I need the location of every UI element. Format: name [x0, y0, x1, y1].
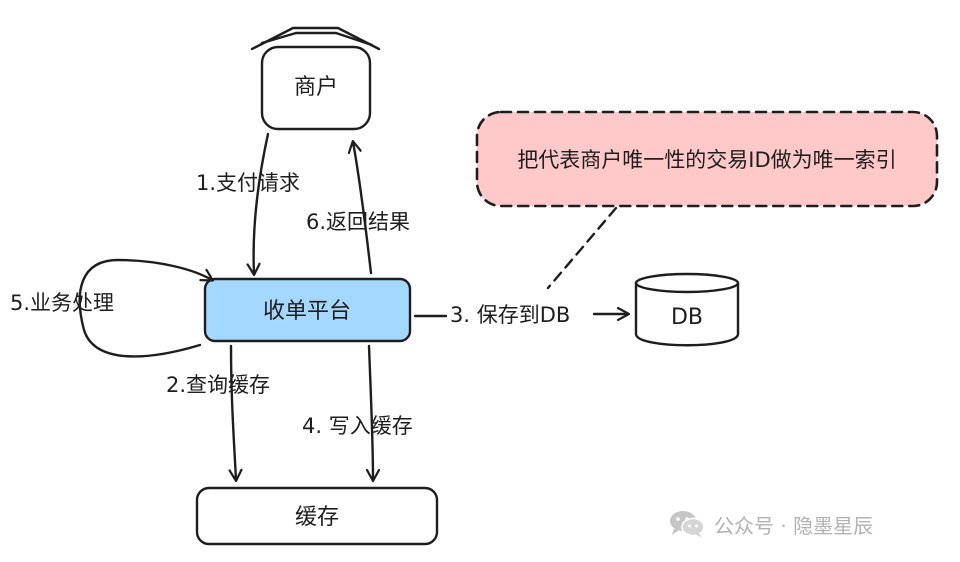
note-callout: 把代表商户唯一性的交易ID做为唯一索引 — [475, 110, 939, 208]
label-business: 5.业务处理 — [10, 291, 114, 315]
cache-label: 缓存 — [295, 505, 339, 530]
label-save-db: 3. 保存到DB — [450, 303, 570, 327]
label-write-cache: 4. 写入缓存 — [302, 414, 413, 438]
wechat-icon — [670, 511, 705, 538]
merchant-roof-ridge — [260, 31, 374, 47]
arrow-business-loop — [78, 258, 212, 358]
watermark-text: 公众号 · 隐墨星辰 — [714, 513, 874, 538]
note-text: 把代表商户唯一性的交易ID做为唯一索引 — [517, 148, 896, 172]
arrow-pay-request — [254, 132, 270, 274]
label-pay-request: 1.支付请求 — [196, 171, 300, 195]
merchant-box — [260, 45, 372, 131]
label-query-cache: 2.查询缓存 — [166, 373, 270, 397]
db-top — [634, 272, 740, 294]
platform-box — [203, 277, 412, 343]
cache-box — [195, 486, 439, 546]
db-label: DB — [671, 305, 703, 330]
cache-node: 缓存 — [195, 486, 439, 546]
platform-node: 收单平台 — [203, 277, 412, 343]
label-return-result: 6.返回结果 — [306, 210, 410, 234]
platform-label: 收单平台 — [263, 299, 351, 324]
db-node: DB — [634, 272, 740, 347]
merchant-label: 商户 — [294, 75, 338, 100]
merchant-roof — [250, 26, 381, 51]
merchant-node: 商户 — [250, 26, 381, 131]
arrow-return-result — [353, 142, 373, 275]
arrow-write-cache — [369, 344, 373, 480]
arrow-query-cache — [231, 344, 236, 480]
note-box — [475, 110, 939, 208]
watermark: 公众号 · 隐墨星辰 — [668, 504, 873, 544]
note-connector — [546, 206, 618, 290]
db-body — [634, 281, 740, 347]
